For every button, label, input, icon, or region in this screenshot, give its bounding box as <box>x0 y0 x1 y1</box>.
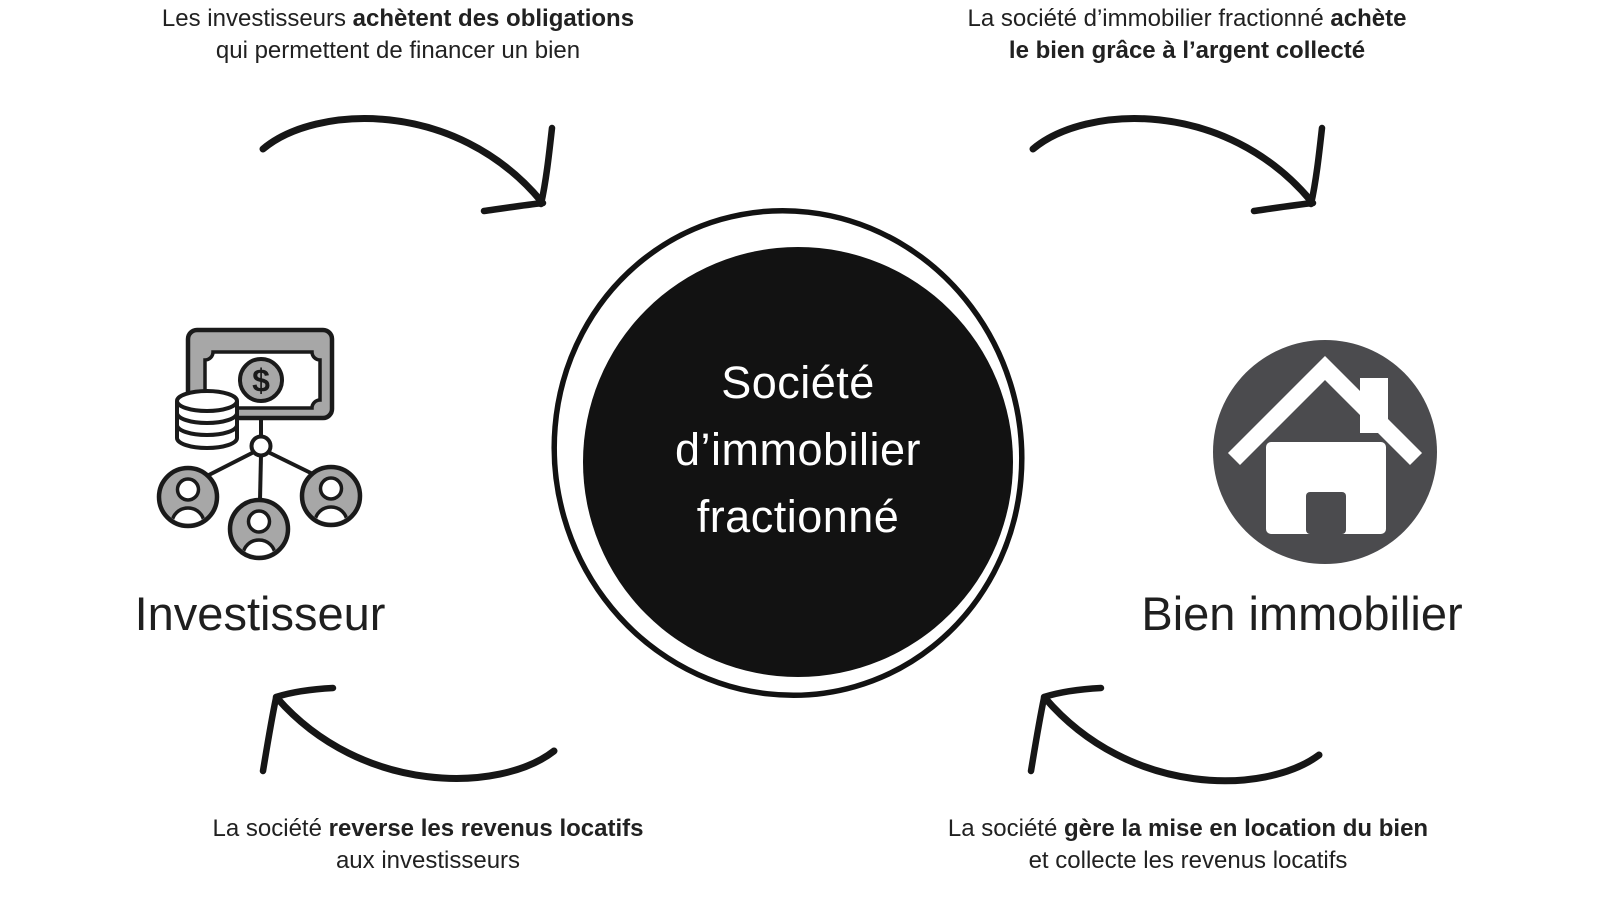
caption-text: La société <box>212 815 329 842</box>
investors-money-icon: $ <box>159 327 360 558</box>
caption-bottom-right: La société gère la mise en location du b… <box>928 813 1448 876</box>
investor-avatar-icon <box>230 500 288 558</box>
dollar-medallion <box>238 357 284 403</box>
caption-bottom-left: La société reverse les revenus locatifs … <box>168 813 688 876</box>
caption-text-bold: achètent des obligations <box>352 5 635 32</box>
caption-text: et collecte les revenus locatifs <box>1028 846 1348 874</box>
caption-text: La société <box>947 815 1064 842</box>
dollar-sign: $ <box>252 363 270 399</box>
house-body <box>1266 442 1386 534</box>
caption-text-bold: le bien grâce à l’argent collecté <box>1008 36 1366 64</box>
entity-title: Société d’immobilier fractionné <box>598 349 998 550</box>
entity-blob <box>551 207 1025 699</box>
entity-title-line: d’immobilier <box>674 424 922 475</box>
caption-text-bold: reverse les revenus locatifs <box>328 815 644 842</box>
coin-stack-top <box>175 389 239 413</box>
property-label: Bien immobilier <box>1141 587 1463 640</box>
house-in-circle-icon <box>1213 340 1437 564</box>
entity-title-line: fractionné <box>696 491 900 542</box>
arrow-bottom-left-icon <box>259 684 558 782</box>
caption-text: aux investisseurs <box>335 846 521 874</box>
roof <box>1227 355 1423 466</box>
caption-text: Les investisseurs <box>161 5 353 32</box>
investor-avatar-icon <box>159 468 217 526</box>
blob-sketch-ring <box>551 207 1025 699</box>
entity-title-line: Société <box>721 357 875 408</box>
arrow-bottom-right-icon <box>1027 684 1323 785</box>
caption-text: La société d’immobilier fractionné <box>967 5 1331 32</box>
caption-text-bold: achète <box>1330 5 1407 32</box>
arrow-top-left-icon <box>259 115 556 215</box>
caption-text: qui permettent de financer un bien <box>215 36 581 64</box>
door <box>1306 492 1346 534</box>
network-node <box>249 434 273 458</box>
caption-top-left: Les investisseurs achètent des obligatio… <box>138 3 658 66</box>
investor-label: Investisseur <box>134 587 386 640</box>
blob-fill <box>583 247 1013 677</box>
investor-avatar-icon <box>302 467 360 525</box>
caption-top-right: La société d’immobilier fractionné achèt… <box>927 3 1447 66</box>
caption-text-bold: gère la mise en location du bien <box>1063 815 1429 842</box>
arrow-top-right-icon <box>1029 115 1326 215</box>
